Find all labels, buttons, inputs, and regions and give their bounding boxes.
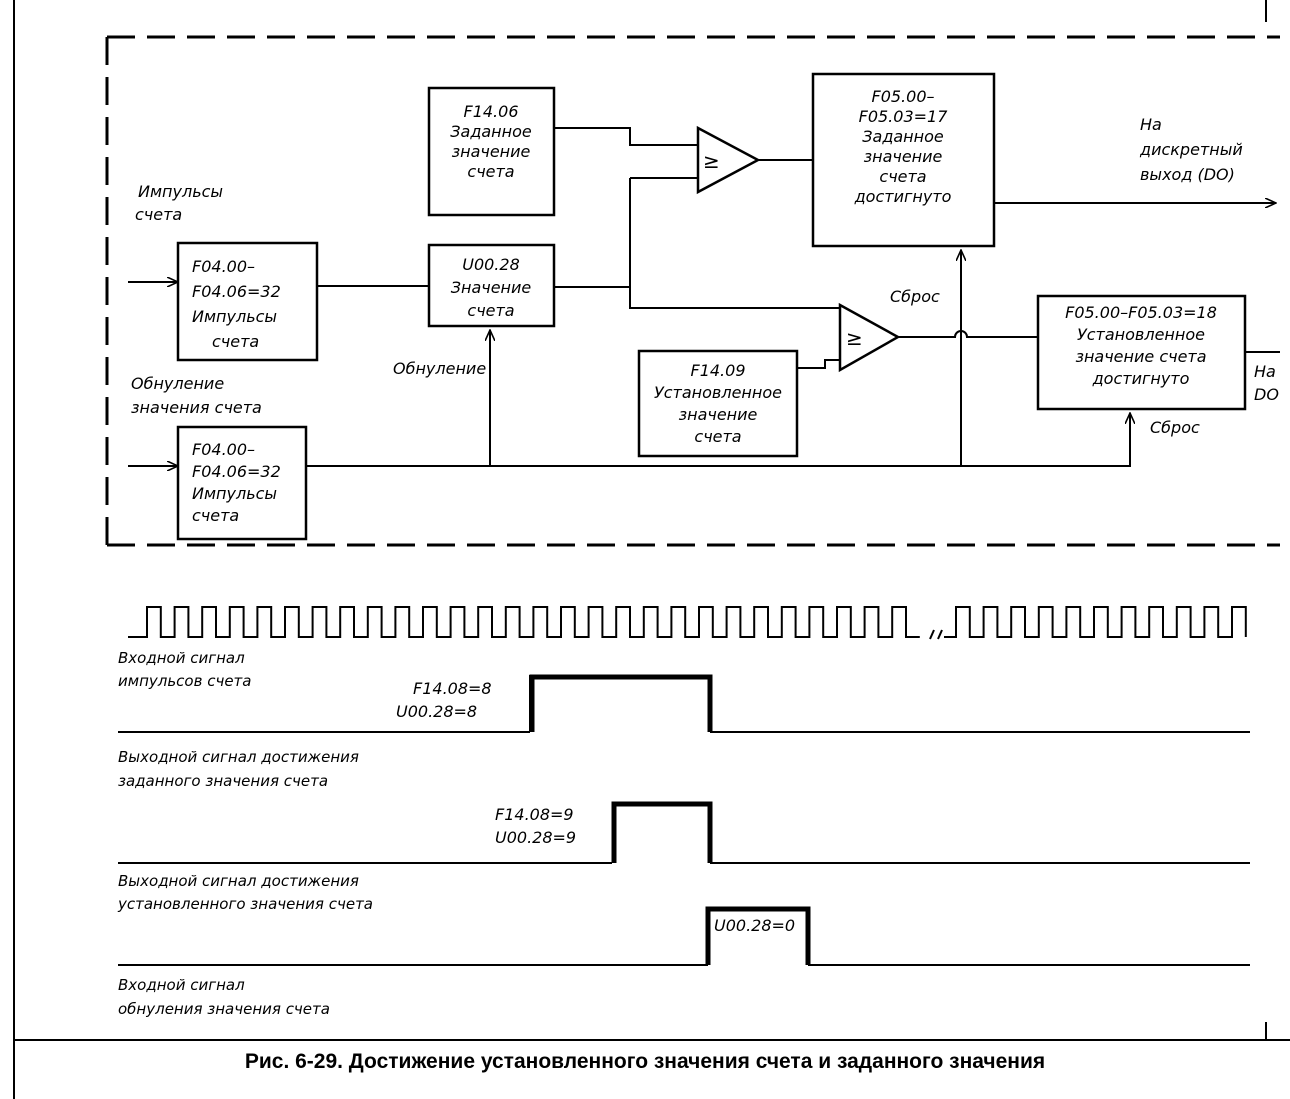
- label-reset-in: Обнуление значения счета: [131, 374, 262, 417]
- svg-text:Импульсы: Импульсы: [192, 307, 277, 326]
- svg-text:счета: счета: [467, 301, 514, 320]
- svg-text:выход (DO): выход (DO): [1140, 165, 1235, 184]
- label-reset-to-u: Обнуление: [393, 359, 486, 378]
- svg-text:F05.00–F05.03=18: F05.00–F05.03=18: [1065, 303, 1217, 322]
- comparator-bottom-symbol: ≥: [846, 326, 863, 350]
- svg-text:F05.03=17: F05.03=17: [859, 107, 949, 126]
- wire-reset-bus: [306, 413, 1130, 467]
- svg-text:значения счета: значения счета: [131, 398, 262, 417]
- svg-text:импульсов счета: импульсов счета: [118, 672, 251, 690]
- pulse-train-break-left: [929, 629, 935, 640]
- box-f0400-a-text: F04.00– F04.06=32 Импульсы счета: [192, 257, 281, 351]
- svg-text:счета: счета: [467, 162, 514, 181]
- box-f0400-b: [176, 425, 308, 541]
- svg-text:Обнуление: Обнуление: [131, 374, 224, 393]
- label-sbros-bottom: Сброс: [1150, 418, 1200, 437]
- label-out-bottom: На DO: [1254, 362, 1279, 404]
- svg-text:счета: счета: [879, 167, 926, 186]
- svg-text:U00.28=9: U00.28=9: [495, 828, 576, 847]
- box-f0500-18: [1036, 294, 1247, 411]
- svg-text:значение счета: значение счета: [1075, 347, 1206, 366]
- svg-text:Входной сигнал: Входной сигнал: [118, 976, 245, 994]
- svg-text:U00.28: U00.28: [462, 255, 520, 274]
- wire-comp-f0500-18: [898, 330, 1038, 338]
- comparator-bottom: [838, 302, 901, 373]
- svg-text:установленного значения счета: установленного значения счета: [117, 895, 373, 913]
- box-f0500-18-text: F05.00–F05.03=18 Установленное значение …: [1065, 303, 1217, 388]
- svg-text:значение: значение: [452, 142, 531, 161]
- svg-text:счета: счета: [135, 205, 182, 224]
- box-f1406-text: F14.06 Заданное значение счета: [450, 102, 532, 181]
- box-f0400-b-text: F04.00– F04.06=32 Импульсы счета: [192, 440, 281, 525]
- box-u0028-text: U00.28 Значение счета: [451, 255, 532, 320]
- svg-text:Значение: Значение: [451, 278, 532, 297]
- figure-caption: Рис. 6-29. Достижение установленного зна…: [244, 1050, 1046, 1073]
- svg-text:F14.06: F14.06: [463, 102, 518, 121]
- label-out2-note: F14.08=9 U00.28=9: [495, 805, 576, 847]
- svg-text:Установленное: Установленное: [1077, 325, 1205, 344]
- pulse-train-waveform: [128, 606, 1247, 638]
- label-out2-signal: Выходной сигнал достижения установленног…: [117, 872, 373, 913]
- comparator-top-symbol: ≥: [703, 149, 720, 173]
- label-out1-note: F14.08=8 U00.28=8: [396, 679, 492, 721]
- svg-text:счета: счета: [694, 427, 741, 446]
- svg-text:значение: значение: [864, 147, 943, 166]
- svg-text:значение: значение: [679, 405, 758, 424]
- out2-pulse: [611, 801, 713, 863]
- wire-f1406-comp: [554, 127, 698, 146]
- box-f1406: [427, 86, 556, 217]
- svg-text:обнуления значения счета: обнуления значения счета: [118, 1000, 330, 1018]
- label-pulse-signal: Входной сигнал импульсов счета: [118, 649, 251, 690]
- box-f1409: [637, 349, 799, 458]
- svg-text:F14.08=9: F14.08=9: [495, 805, 574, 824]
- svg-text:Выходной сигнал достижения: Выходной сигнал достижения: [118, 748, 359, 766]
- svg-text:F14.08=8: F14.08=8: [413, 679, 492, 698]
- svg-text:Входной сигнал: Входной сигнал: [118, 649, 245, 667]
- svg-text:F04.06=32: F04.06=32: [192, 462, 281, 481]
- svg-text:достигнуто: достигнуто: [1092, 369, 1190, 388]
- wire-f1409-comp: [797, 359, 840, 369]
- svg-text:На: На: [1254, 362, 1276, 381]
- label-pulses-in: Импульсы счета: [135, 182, 223, 224]
- svg-text:счета: счета: [212, 332, 259, 351]
- wire-u0028-branch: [629, 178, 840, 309]
- label-reset-note: U00.28=0: [714, 916, 795, 935]
- svg-text:дискретный: дискретный: [1139, 140, 1243, 159]
- svg-text:Выходной сигнал достижения: Выходной сигнал достижения: [118, 872, 359, 890]
- svg-text:F14.09: F14.09: [690, 361, 745, 380]
- label-out-top: На дискретный выход (DO): [1139, 115, 1243, 184]
- svg-text:заданного значения счета: заданного значения счета: [118, 772, 328, 790]
- svg-text:Установленное: Установленное: [654, 383, 782, 402]
- svg-text:Заданное: Заданное: [862, 127, 944, 146]
- svg-text:F05.00–: F05.00–: [871, 87, 934, 106]
- comparator-top: [696, 125, 761, 195]
- box-u0028: [427, 243, 556, 328]
- box-f0500-17-text: F05.00– F05.03=17 Заданное значение счет…: [854, 87, 952, 206]
- svg-text:F04.00–: F04.00–: [192, 440, 255, 459]
- box-f1409-text: F14.09 Установленное значение счета: [654, 361, 782, 446]
- svg-text:Заданное: Заданное: [450, 122, 532, 141]
- label-reset-signal: Входной сигнал обнуления значения счета: [118, 976, 330, 1018]
- svg-text:DO: DO: [1254, 385, 1279, 404]
- svg-text:достигнуто: достигнуто: [854, 187, 952, 206]
- svg-text:Импульсы: Импульсы: [192, 484, 277, 503]
- pulse-train-break-right: [937, 629, 943, 640]
- box-f0400-a: [176, 241, 319, 362]
- svg-text:Импульсы: Импульсы: [138, 182, 223, 201]
- label-sbros-top: Сброс: [890, 287, 940, 306]
- svg-text:F04.00–: F04.00–: [192, 257, 255, 276]
- out1-pulse: [529, 674, 713, 732]
- out1-baseline: [118, 675, 1250, 733]
- svg-text:F04.06=32: F04.06=32: [192, 282, 281, 301]
- label-out1-signal: Выходной сигнал достижения заданного зна…: [118, 748, 359, 790]
- reset-pulse: [705, 906, 811, 965]
- svg-text:счета: счета: [192, 506, 239, 525]
- svg-text:На: На: [1140, 115, 1162, 134]
- svg-text:U00.28=8: U00.28=8: [396, 702, 477, 721]
